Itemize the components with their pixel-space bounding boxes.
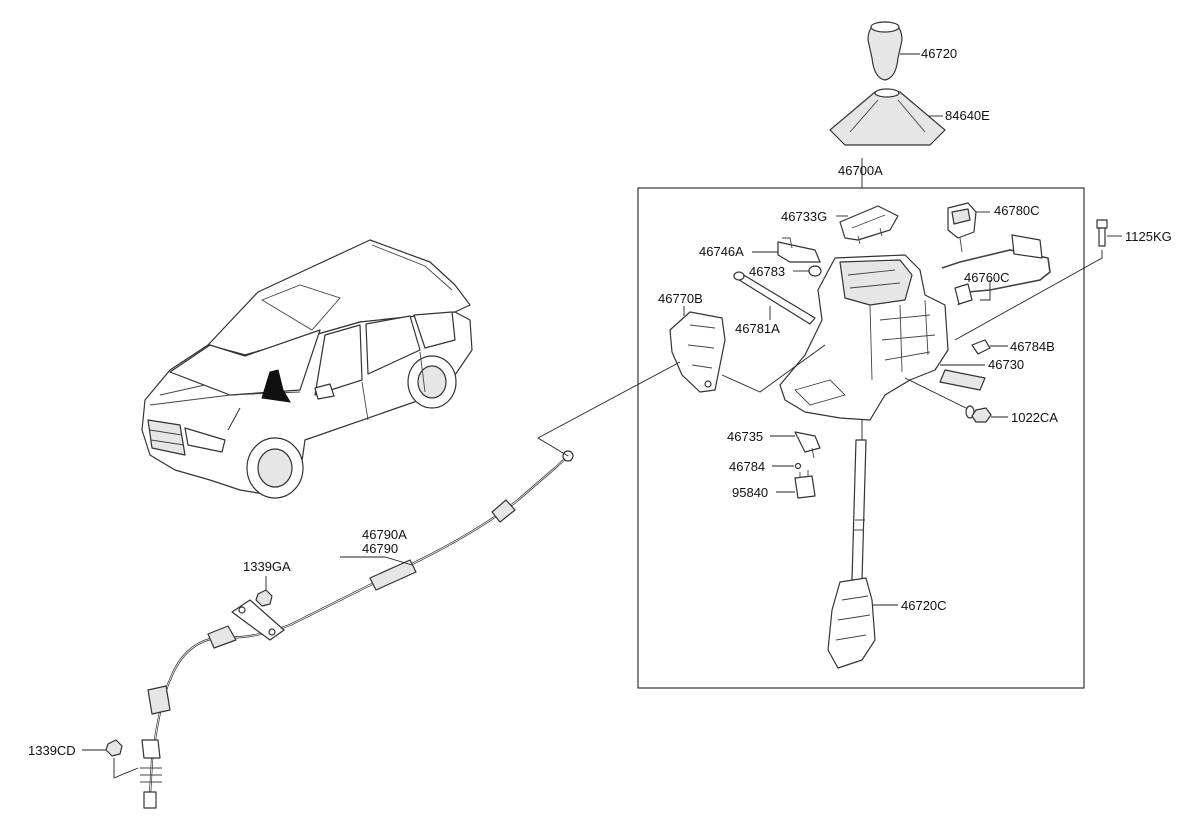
label-46790A: 46790A <box>362 527 407 542</box>
label-95840: 95840 <box>732 485 768 500</box>
label-1022CA: 1022CA <box>1011 410 1058 425</box>
label-1339GA: 1339GA <box>243 559 291 574</box>
part-46784 <box>772 462 802 470</box>
part-shift-knob <box>867 21 920 81</box>
label-46780C: 46780C <box>994 203 1040 218</box>
label-1125KG: 1125KG <box>1125 229 1172 244</box>
part-shift-cable <box>140 361 681 809</box>
label-46730: 46730 <box>988 357 1024 372</box>
label-46733G: 46733G <box>781 209 827 224</box>
part-46760C <box>941 234 1051 306</box>
label-46784B: 46784B <box>1010 339 1055 354</box>
label-46781A: 46781A <box>735 321 780 336</box>
part-46780C <box>947 202 990 253</box>
part-46783 <box>793 265 822 277</box>
assembly-frame <box>637 187 1085 689</box>
part-1339CD <box>82 739 139 779</box>
part-46730-housing <box>779 254 986 421</box>
part-46735 <box>770 431 821 459</box>
label-46735: 46735 <box>727 429 763 444</box>
part-labels: 46720 84640E 46700A 46733G 46780C 1125KG… <box>28 46 1172 758</box>
label-84640E: 84640E <box>945 108 990 123</box>
part-46746A <box>752 237 821 263</box>
label-46790: 46790 <box>362 541 398 556</box>
part-46770B <box>669 306 826 393</box>
part-46781A <box>733 271 816 325</box>
part-46720C <box>827 420 898 669</box>
label-46746A: 46746A <box>699 244 744 259</box>
label-46720: 46720 <box>921 46 957 61</box>
part-shift-boot <box>829 88 946 188</box>
part-46733G <box>836 205 899 245</box>
part-95840 <box>776 470 816 499</box>
label-46783: 46783 <box>749 264 785 279</box>
part-1339GA <box>255 576 273 607</box>
label-1339CD: 1339CD <box>28 743 76 758</box>
label-46760C: 46760C <box>964 270 1010 285</box>
label-46720C: 46720C <box>901 598 947 613</box>
part-1125KG <box>954 219 1122 341</box>
label-46700A: 46700A <box>838 163 883 178</box>
part-46784B <box>971 339 1008 355</box>
vehicle-illustration <box>141 239 473 499</box>
label-46784: 46784 <box>729 459 765 474</box>
part-1022CA <box>965 405 1008 423</box>
label-46770B: 46770B <box>658 291 703 306</box>
